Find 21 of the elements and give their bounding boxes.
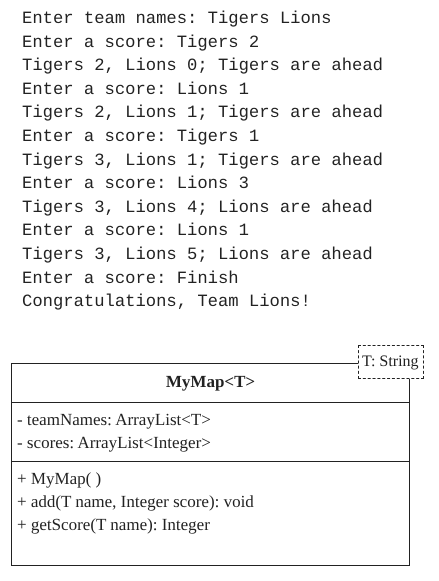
attribute-text: - scores: ArrayList<Integer>: [17, 432, 211, 454]
console-line: Enter a score: Tigers 1: [22, 126, 260, 149]
console-line: Tigers 2, Lions 0; Tigers are ahead: [22, 56, 383, 78]
method-text: + MyMap( ): [17, 468, 102, 490]
console-line: Tigers 3, Lions 1; Tigers are ahead: [22, 150, 383, 173]
console-line: Enter a score: Lions 1: [22, 221, 249, 244]
console-line: Enter team names: Tigers Lions: [22, 9, 332, 31]
attribute-text: - teamNames: ArrayList<T>: [17, 409, 211, 431]
console-line: Tigers 3, Lions 4; Lions are ahead: [22, 198, 373, 220]
console-line: Enter a score: Finish: [22, 268, 239, 291]
method-text: + add(T name, Integer score): void: [17, 491, 254, 513]
console-line: Tigers 3, Lions 5; Lions are ahead: [22, 244, 373, 267]
console-line: Enter a score: Lions 3: [22, 174, 249, 196]
template-parameter-box: [358, 345, 424, 379]
console-line: Enter a score: Tigers 2: [22, 32, 260, 55]
class-name: MyMap<T>: [166, 371, 256, 393]
template-parameter: T: String: [362, 352, 419, 372]
console-line: Congratulations, Team Lions!: [22, 292, 311, 314]
method-text: + getScore(T name): Integer: [17, 514, 210, 536]
console-line: Tigers 2, Lions 1; Tigers are ahead: [22, 103, 383, 126]
console-line: Enter a score: Lions 1: [22, 80, 249, 102]
